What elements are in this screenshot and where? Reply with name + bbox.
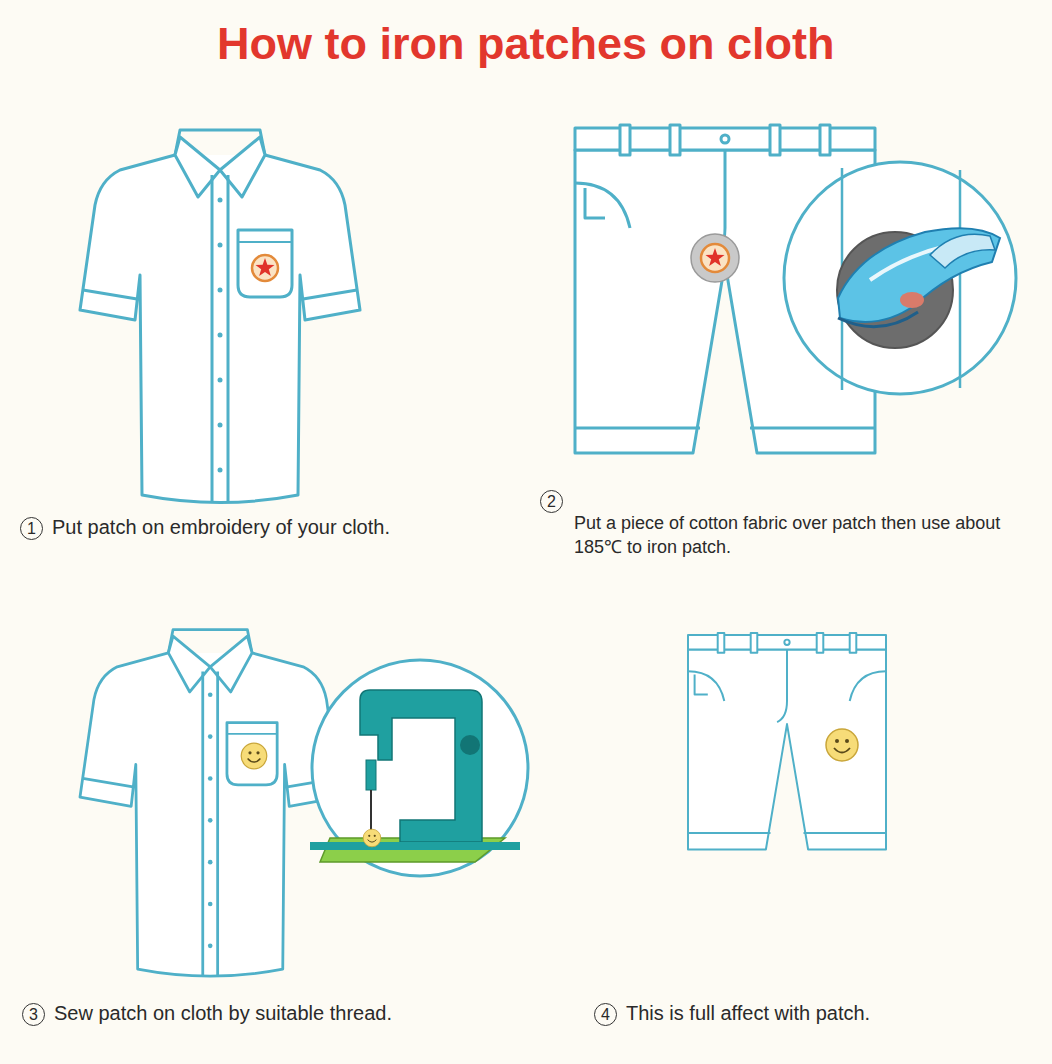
step-caption: Put patch on embroidery of your cloth.	[52, 515, 432, 540]
callout-number: 3	[22, 1003, 45, 1026]
step-caption: This is full affect with patch.	[626, 1001, 1046, 1026]
callout-number: 2	[540, 490, 563, 513]
diagram-title: How to iron patches on cloth	[217, 18, 835, 70]
callout-number: 4	[594, 1003, 617, 1026]
step-caption: Sew patch on cloth by suitable thread.	[54, 1001, 504, 1026]
step-caption: Put a piece of cotton fabric over patch …	[574, 511, 1034, 559]
callout-number: 1	[20, 517, 43, 540]
